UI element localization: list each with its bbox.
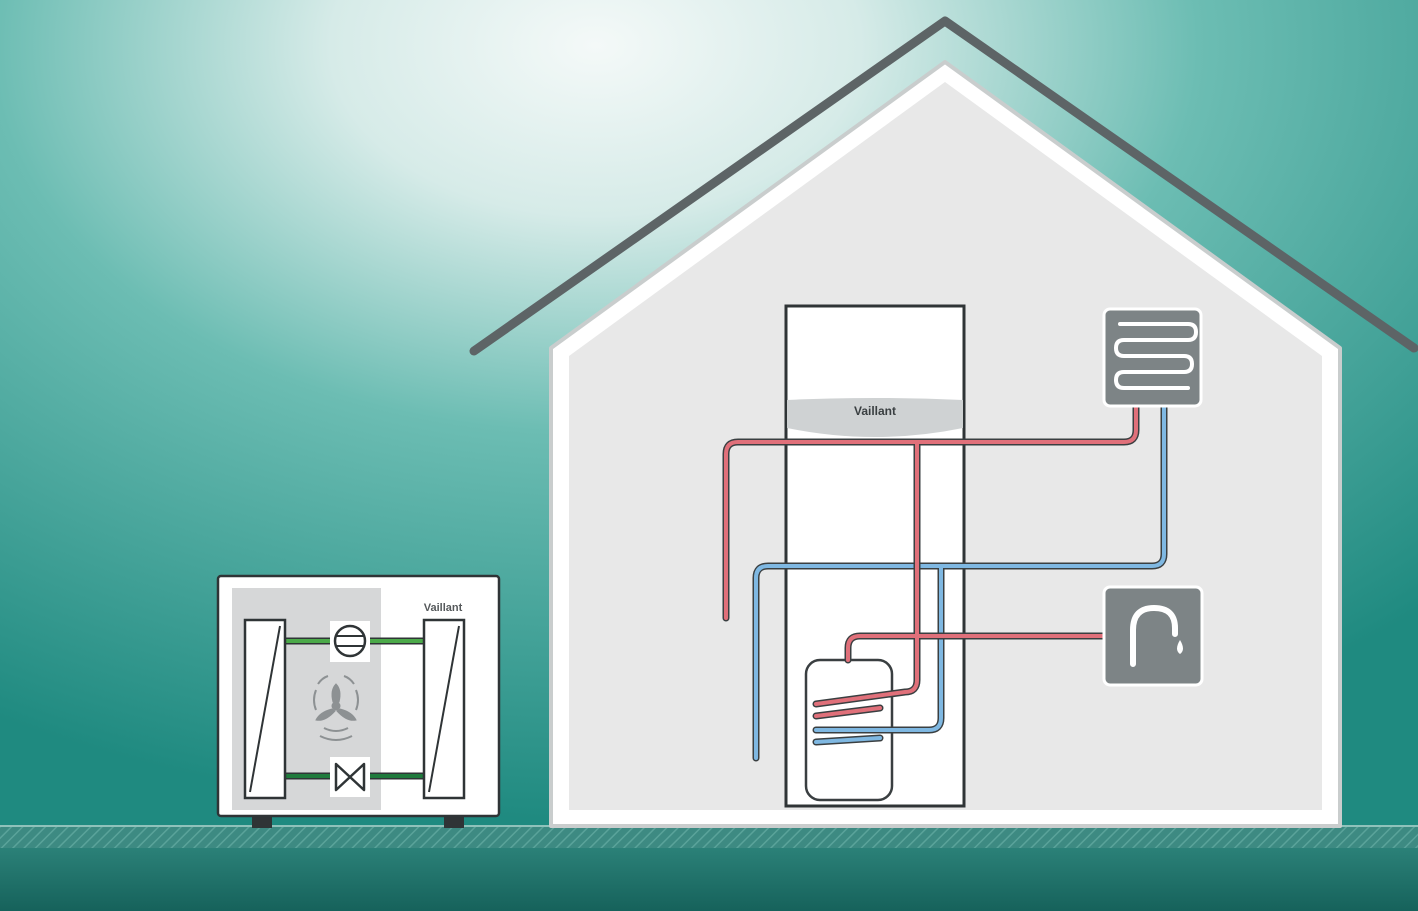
flow-pipe (724, 404, 1138, 718)
roof-line (469, 16, 1418, 356)
outdoor-unit-brand: Vaillant (424, 602, 463, 614)
tap-icon (1102, 585, 1204, 687)
expansion-valve-icon (330, 757, 370, 797)
indoor-unit-brand: Vaillant (854, 404, 896, 418)
ground-hatch (0, 826, 1418, 848)
underfloor-heating-icon (1102, 307, 1203, 408)
outdoor-unit-foot-right (444, 814, 464, 828)
ground (0, 848, 1418, 911)
compressor-icon (330, 621, 370, 662)
pipework (722, 402, 1168, 762)
outdoor-unit: Vaillant (216, 574, 501, 828)
fan-icon (313, 675, 359, 741)
return-pipe (754, 404, 1166, 760)
outdoor-unit-foot-left (252, 814, 272, 828)
indoor-unit-panel (787, 398, 963, 437)
heat-exchanger-icon (243, 618, 466, 800)
indoor-unit: Vaillant (784, 304, 966, 808)
